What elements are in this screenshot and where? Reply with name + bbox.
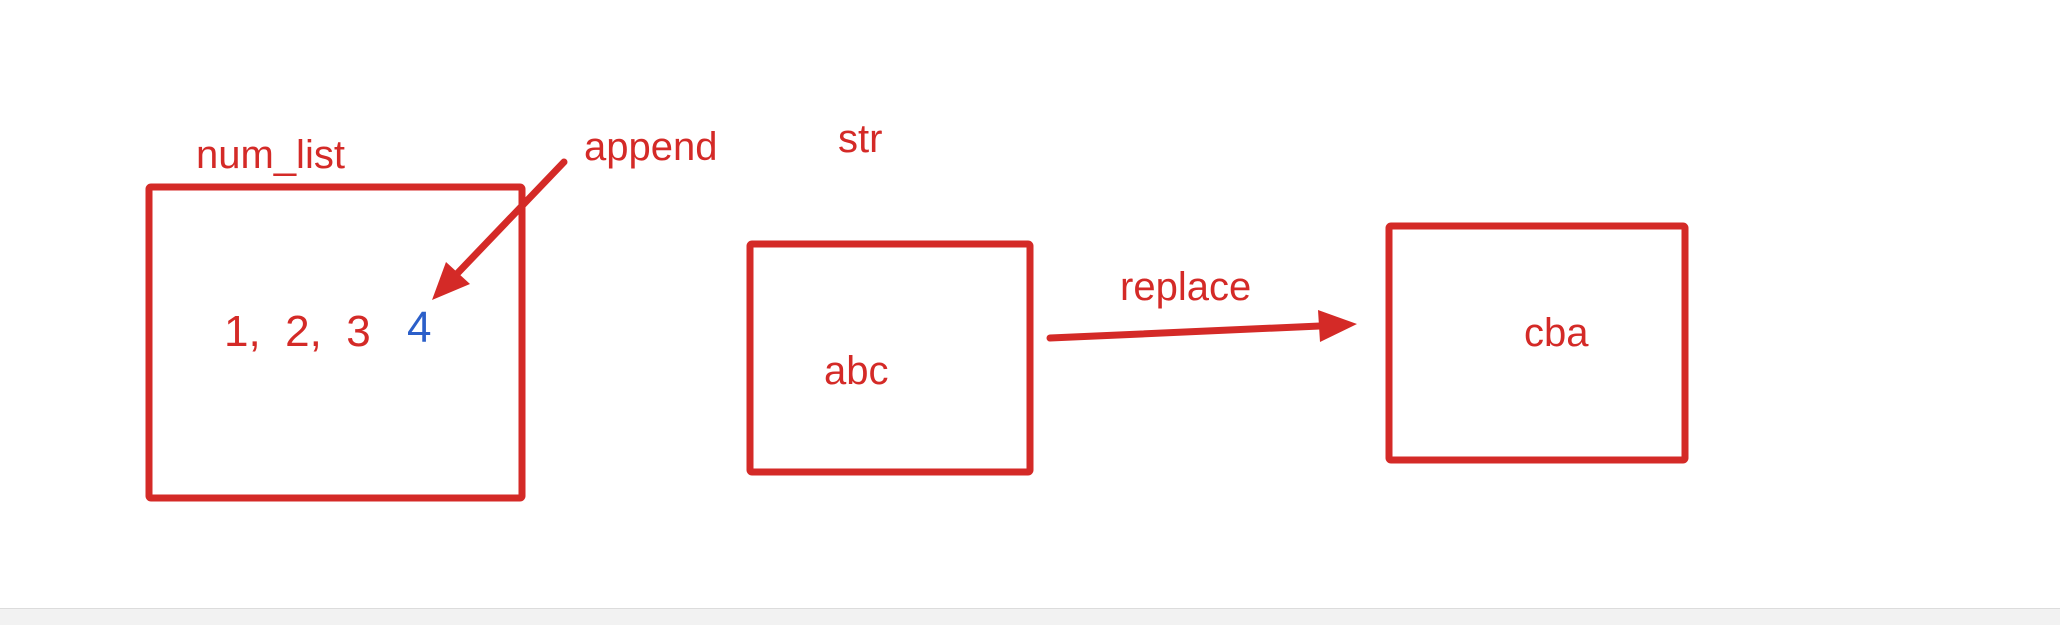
append-label: append [584,125,717,169]
replaced-string-text: cba [1524,311,1589,355]
original-string-text: abc [824,349,889,393]
appended-item-text: 4 [407,303,431,352]
num-list-label: num_list [196,133,345,177]
replace-arrowhead [1318,310,1357,342]
replaced-string-box [1385,222,1689,464]
replace-label: replace [1120,265,1251,309]
list-items-text: 1, 2, 3 [224,307,371,356]
str-label: str [838,117,882,161]
append-arrow [448,158,568,283]
append-arrowhead [432,262,470,300]
bottom-scrollbar-area [0,608,2060,625]
original-string-box [746,240,1034,476]
num-list-box [145,183,526,502]
replace-arrow [1046,322,1324,342]
